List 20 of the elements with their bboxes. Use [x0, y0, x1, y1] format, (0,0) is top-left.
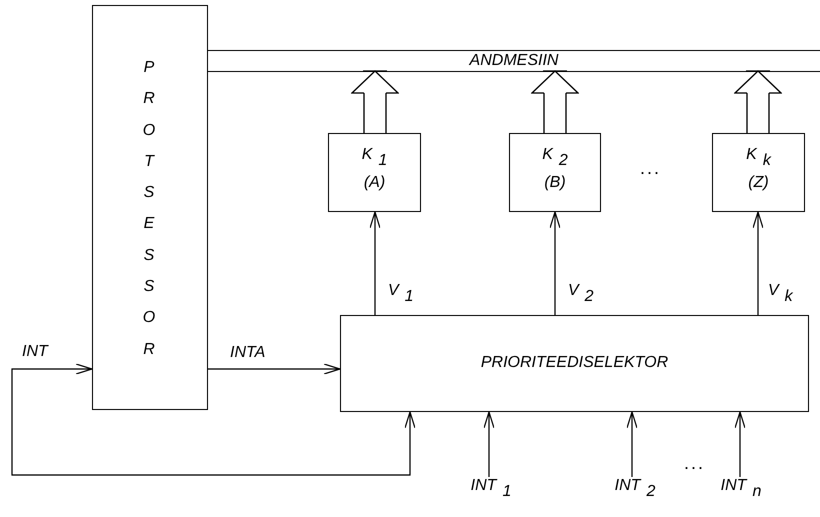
vertical-label: PROTSESSOR	[142, 58, 156, 360]
register-subtitle: (Z)	[747, 174, 770, 192]
register-box	[712, 133, 805, 212]
arrow	[483, 411, 495, 477]
arrow	[549, 211, 561, 315]
data-bus	[208, 50, 820, 72]
arrow	[369, 211, 381, 315]
register-subtitle: (A)	[362, 174, 386, 192]
register-box	[509, 133, 601, 212]
register-subtitle: (B)	[543, 174, 567, 192]
arrow	[208, 363, 341, 375]
arrow	[734, 411, 746, 477]
arrow	[11, 363, 416, 476]
arrow	[626, 411, 638, 477]
bus-label: ANDMESIIN	[468, 51, 560, 71]
register-box	[328, 133, 421, 212]
priority-selector-box	[340, 315, 809, 412]
processor-box	[92, 5, 208, 410]
selector-label: PRIORITEEDISELEKTOR	[480, 354, 670, 372]
arrow	[752, 211, 764, 315]
